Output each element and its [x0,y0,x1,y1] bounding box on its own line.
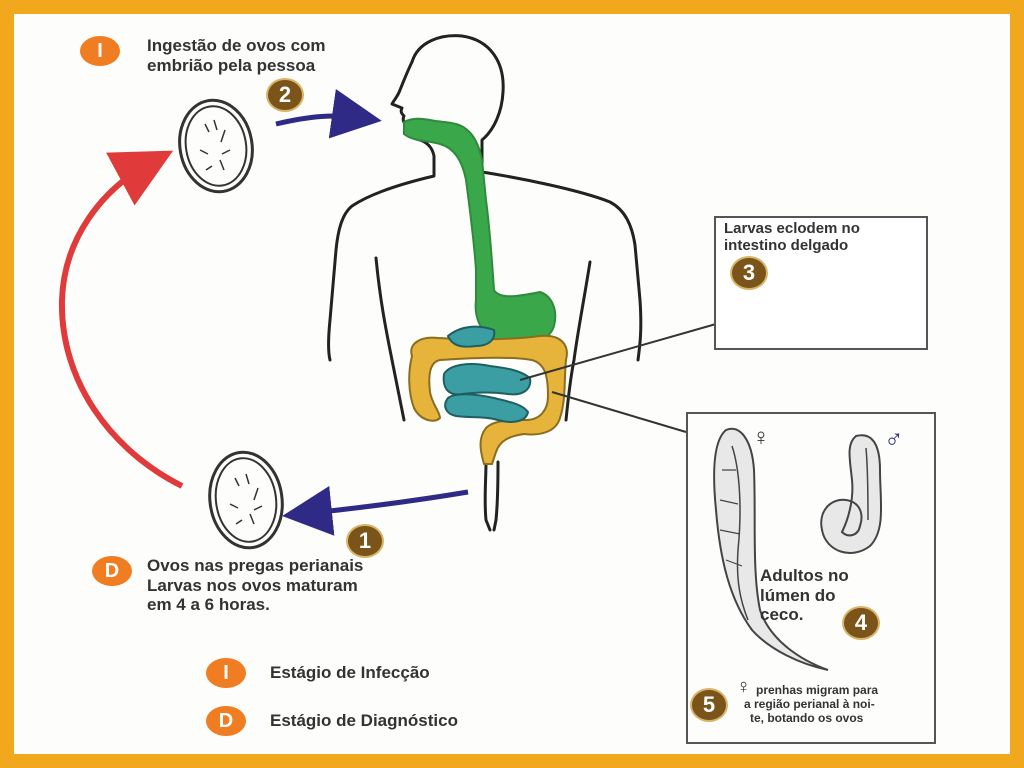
diagnostic-stage-badge: D [92,556,132,586]
ingestion-line-2: embrião pela pessoa [147,55,316,75]
migrate-line-1: prenhas migram para [756,683,879,697]
migrate-line-3: te, botando os ovos [750,710,864,725]
female-worm [713,427,829,671]
left-torso [374,256,406,422]
migrate-line-2: a região perianal à noi- [744,696,875,711]
step-2-badge: 2 [266,78,304,112]
larvae-line-2: intestino delgado [724,237,849,255]
larvae-line-1: Larvas eclodem no [724,220,860,237]
male-worm [820,434,883,554]
male-symbol: ♂ [884,423,904,453]
eggs-text: Ovos nas pregas perianais Larvas nos ovo… [147,556,363,615]
step-4-badge: 4 [842,606,880,640]
eggs-line-2: Larvas nos ovos maturam [147,575,358,595]
arrow-excretion [282,486,469,536]
migrate-text: prenhas migram para a região perianal à … [744,683,928,725]
small-intestine [442,325,532,423]
left-leg [483,460,492,532]
connector-line-4 [551,391,687,433]
egg-bottom [208,450,284,550]
infection-stage-badge-top: I [80,36,120,66]
female-symbol-small: ♀ [736,676,751,698]
step-1-badge: 1 [346,524,384,558]
adults-line-1: Adultos no [760,566,849,585]
adults-text: Adultos no lúmen do ceco. [760,566,849,625]
egg-top [178,98,254,194]
arrow-ingestion [275,89,382,139]
adults-box [686,412,936,744]
legend-diagnostic-badge: D [206,706,246,736]
larvae-text: Larvas eclodem no intestino delgado [724,220,860,255]
female-symbol: ♀ [752,424,770,451]
arrow-cycle [58,150,184,489]
adults-line-3: ceco. [760,605,804,625]
ingestion-text: Ingestão de ovos com embrião pela pessoa [147,36,326,75]
step-5-badge: 5 [690,688,728,722]
ingestion-line-1: Ingestão de ovos com [147,36,326,55]
legend-infection-label: Estágio de Infecção [270,663,430,682]
large-intestine [408,334,568,465]
adults-line-2: lúmen do [760,585,836,605]
step-3-badge: 3 [730,256,768,290]
legend-diagnostic-label: Estágio de Diagnóstico [270,711,458,730]
esophagus [403,117,557,354]
legend-infection-badge: I [206,658,246,688]
right-leg [492,460,500,532]
eggs-line-3: em 4 a 6 horas. [147,595,270,615]
right-torso [564,260,592,422]
face-profile [327,60,436,362]
connector-line-3 [519,323,717,381]
eggs-line-1: Ovos nas pregas perianais [147,556,364,575]
